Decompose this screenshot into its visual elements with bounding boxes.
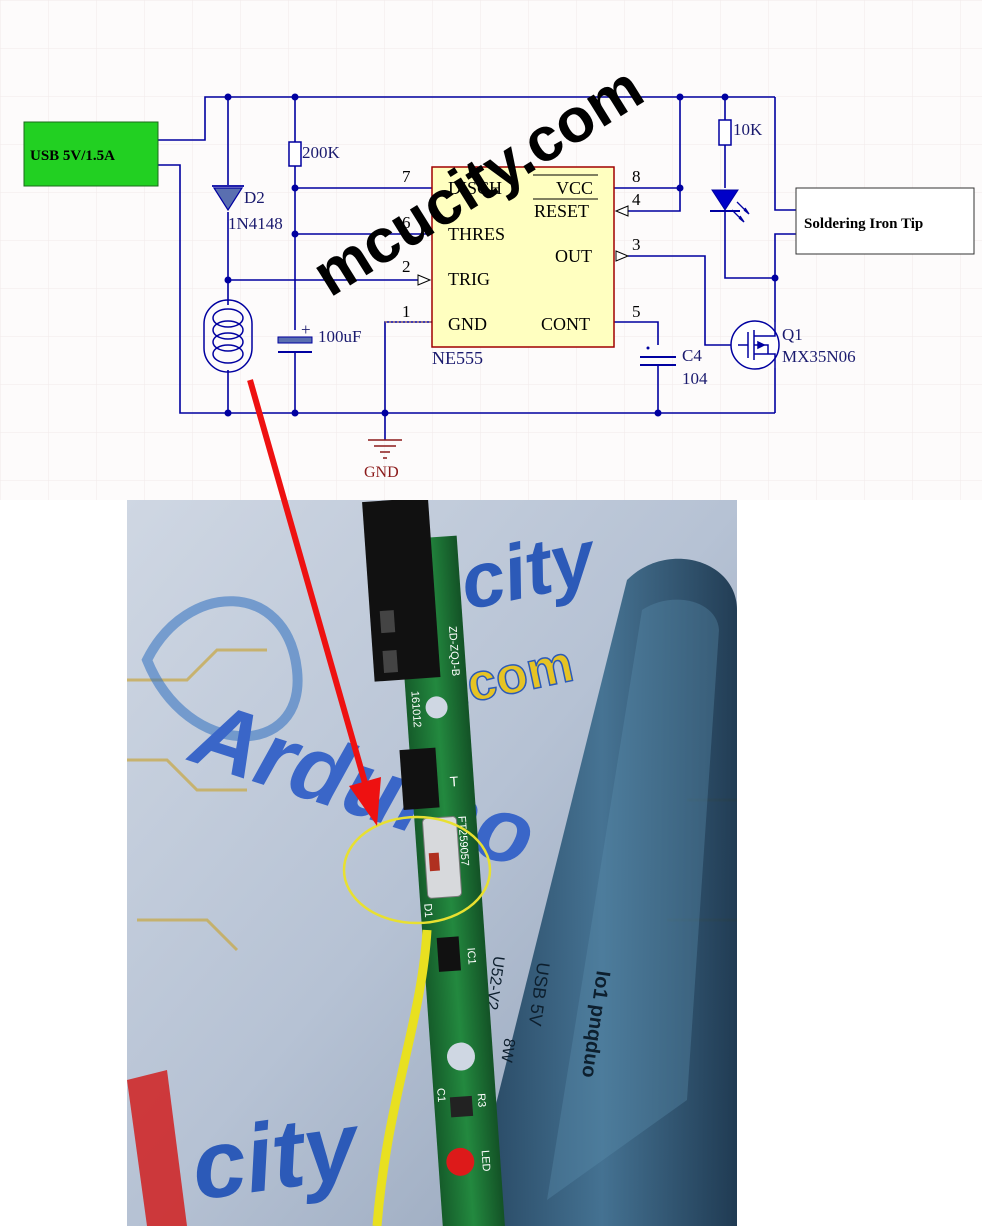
smd-component [399, 747, 440, 810]
usb-source-label: USB 5V/1.5A [30, 148, 115, 164]
bg-logo-city-2: city [185, 1091, 368, 1221]
circuit-schematic: USB 5V/1.5A Soldering Iron Tip D2 1N4148… [0, 0, 982, 500]
soldering-tip-box: Soldering Iron Tip [795, 187, 975, 255]
pin-4-number: 4 [632, 190, 641, 209]
mount-hole [446, 1042, 475, 1071]
led-indicator [710, 189, 750, 223]
pin-5-number: 5 [632, 302, 641, 321]
pin-trig-name: TRIG [448, 269, 490, 289]
board-text-r3: R3 [475, 1093, 488, 1108]
mount-hole [425, 696, 448, 719]
c4-ref: C4 [682, 346, 702, 365]
resistor-10k: 10K [718, 119, 763, 146]
c1-plus: + [301, 320, 311, 339]
pin-out-name: OUT [555, 246, 592, 266]
board-text-ic1: IC1 [464, 947, 477, 965]
r-led-value: 10K [733, 120, 763, 139]
pin-cont-name: CONT [541, 314, 590, 334]
capacitor-c4: C4 104 [640, 346, 708, 388]
q1-ref: Q1 [782, 325, 803, 344]
ic-name: NE555 [432, 348, 483, 368]
usb-source-box: USB 5V/1.5A [23, 121, 159, 187]
pin-disch-name: DISCH [448, 178, 502, 198]
pin-vcc-name: VCC [556, 178, 593, 198]
pin-reset-name: RESET [534, 201, 589, 221]
audio-jack [362, 500, 441, 682]
capacitor-100uf: + 100uF [277, 320, 361, 353]
pin-thres-name: THRES [448, 224, 505, 244]
pcb-photo: city .com Arduino city Io1 pnqduo USB 5V… [127, 500, 737, 1226]
c4-value: 104 [682, 369, 708, 388]
r1-value: 200K [302, 143, 341, 162]
ne555-ic: DISCH THRES TRIG GND VCC RESET OUT CONT … [385, 166, 641, 368]
r3-resistor [449, 1095, 474, 1118]
red-led [446, 1147, 475, 1176]
board-text-date: 161012 [408, 690, 423, 727]
soldering-tip-label: Soldering Iron Tip [804, 216, 923, 232]
highlight-ellipse [342, 815, 492, 925]
bg-red-mark [127, 1070, 187, 1226]
pin-6-number: 6 [402, 213, 411, 232]
pin-8-number: 8 [632, 167, 641, 186]
reed-switch [422, 816, 463, 899]
diode-d2: D2 1N4148 [212, 185, 283, 233]
coil-inductor [203, 299, 253, 373]
board-text-c1: C1 [434, 1088, 447, 1103]
board-text-led: LED [479, 1150, 492, 1172]
board-text-serial: FT259057 [455, 816, 470, 867]
board-text-model: ZD-ZQJ-B [446, 626, 461, 677]
pin-7-number: 7 [402, 167, 411, 186]
resistor-200k: 200K [288, 141, 341, 167]
case-text-8w: 8W [497, 1037, 517, 1064]
d2-value: 1N4148 [228, 214, 283, 233]
mosfet-q1 [730, 320, 780, 370]
pcb-board: ZD-ZQJ-B 161012 FT259057 T D1 IC1 C1 R3 … [362, 500, 506, 1226]
pin-2-number: 2 [402, 257, 411, 276]
d2-ref: D2 [244, 188, 265, 207]
ground-symbol: GND [364, 439, 402, 481]
c1-value: 100uF [318, 327, 361, 346]
q1-value: MX35N06 [782, 347, 856, 366]
pin-gnd-name: GND [448, 314, 487, 334]
pin-1-number: 1 [402, 302, 411, 321]
iron-case: Io1 pnqduo USB 5V 8W U52-V2 [467, 558, 737, 1226]
board-text-t: T [449, 773, 459, 790]
board-text-d1: D1 [421, 903, 434, 918]
gnd-label: GND [364, 464, 399, 481]
yellow-wire [372, 929, 432, 1226]
ic1-chip [436, 936, 461, 972]
pin-3-number: 3 [632, 235, 641, 254]
